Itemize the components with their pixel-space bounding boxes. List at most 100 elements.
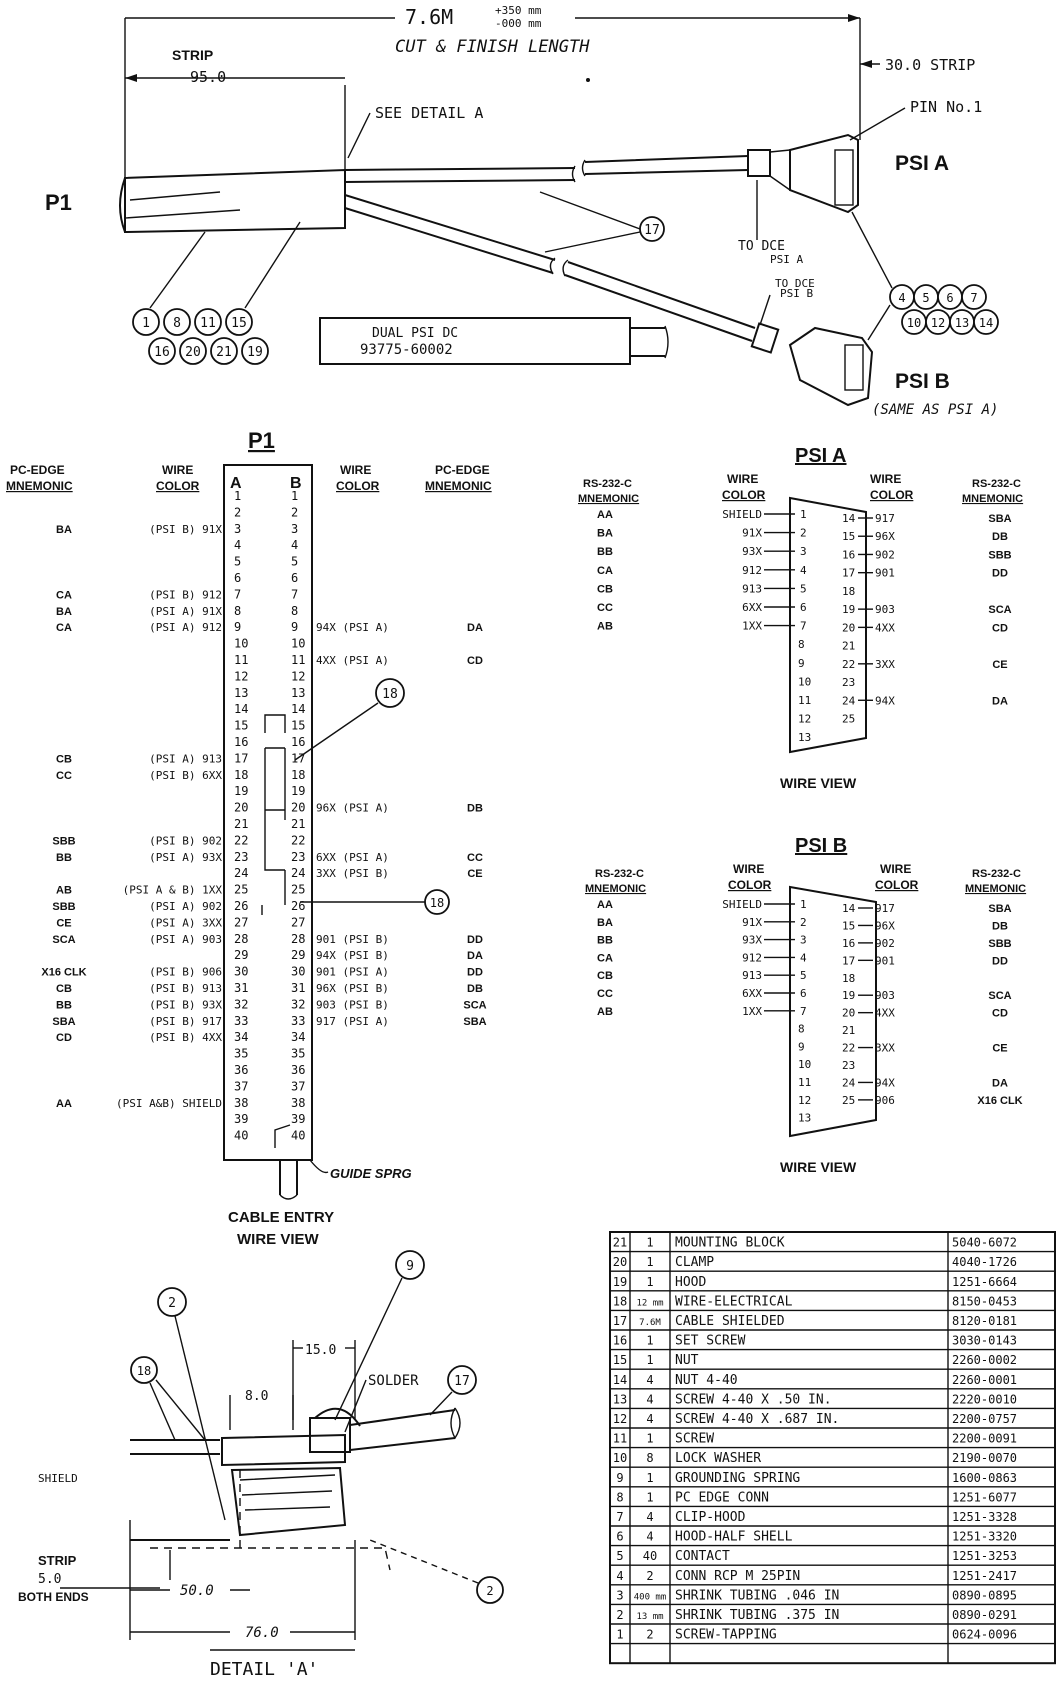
- psi_b-right-mnemonic: CD: [992, 1008, 1008, 1020]
- guide-spring: GUIDE SPRG: [330, 1166, 412, 1181]
- psi-b-hdr-wc-r-1: WIRE: [880, 862, 911, 876]
- p1-pin-a-9: 9: [234, 620, 241, 634]
- p1-left-wire: (PSI A) 902: [149, 900, 222, 913]
- p1-pin-b-38: 38: [291, 1096, 305, 1110]
- psi_b-pin-extra: 12: [798, 1094, 811, 1107]
- p1-pin-b-18: 18: [291, 768, 305, 782]
- p1-pin-b-40: 40: [291, 1129, 305, 1143]
- psi_a-left-mnemonic: BB: [597, 546, 613, 558]
- p1-left-wire: (PSI B) 906: [149, 966, 222, 979]
- detail-balloon-18: [130, 1356, 158, 1384]
- bom-description: CONTACT: [675, 1549, 730, 1564]
- p1-pin-a-28: 28: [234, 932, 248, 946]
- bom-qty: 1: [646, 1255, 653, 1269]
- bom-description: HOOD: [675, 1275, 706, 1290]
- psi-b-hdr-wc-r-2: COLOR: [875, 878, 919, 892]
- svg-text:5: 5: [922, 291, 929, 305]
- psi_b-left-mnemonic: CC: [597, 988, 613, 1000]
- psi_b-pin-extra: 9: [798, 1040, 805, 1053]
- p1-pin-a-23: 23: [234, 850, 248, 864]
- psi_a-left-pin: 4: [800, 564, 807, 577]
- psi_a-right-wire: 4XX: [875, 621, 895, 634]
- psi_a-right-wire: 96X: [875, 530, 895, 543]
- p1-pin-b-15: 15: [291, 719, 305, 733]
- psi-a-ferrule: [747, 149, 771, 177]
- psi-a-hdr-wc-1: WIRE: [727, 472, 758, 486]
- psi_b-right-pin: 24: [842, 1076, 856, 1089]
- bom-item: 8: [616, 1490, 623, 1504]
- p1-pin-a-11: 11: [234, 653, 248, 667]
- p1-right-wire: 903 (PSI B): [316, 998, 389, 1011]
- p1-right-wire: 901 (PSI B): [316, 933, 389, 946]
- bom-qty: 4: [646, 1530, 653, 1544]
- p1-pin-b-21: 21: [291, 817, 305, 831]
- psi_a-pin-extra: 12: [798, 713, 811, 726]
- detail-balloon-2-bottom: [476, 1576, 504, 1604]
- psi_b-right-mnemonic: DB: [992, 920, 1008, 932]
- p1-hdr-left-wc-1: WIRE: [162, 463, 193, 477]
- psi_a-right-mnemonic: SBA: [988, 513, 1011, 525]
- p1-pin-b-31: 31: [291, 981, 305, 995]
- svg-text:7: 7: [970, 291, 977, 305]
- p1-left-wire: (PSI A) 913: [149, 752, 222, 765]
- p1-pin-b-25: 25: [291, 883, 305, 897]
- psi_a-left-mnemonic: CC: [597, 602, 613, 614]
- bom-qty: 1: [646, 1353, 653, 1367]
- p1-pin-a-10: 10: [234, 637, 248, 651]
- balloon-cable-item-label: 17: [644, 223, 660, 238]
- p1-left-wire: (PSI B) 902: [149, 834, 222, 847]
- p1-right-wire: 6XX (PSI A): [316, 851, 389, 864]
- bom-item: 15: [613, 1353, 627, 1367]
- psi_b-left-mnemonic: AB: [597, 1006, 613, 1018]
- psi_b-right-mnemonic: CE: [992, 1043, 1007, 1055]
- p1-pin-b-3: 3: [291, 522, 298, 536]
- p1-left-mnemonic: CD: [56, 1032, 72, 1044]
- psi_b-right-pin: 16: [842, 937, 855, 950]
- psi_a-left-mnemonic: BA: [597, 528, 613, 540]
- bom-part-number: 0624-0096: [952, 1628, 1017, 1642]
- p1-pin-b-34: 34: [291, 1030, 305, 1044]
- dim-8: 8.0: [245, 1389, 268, 1404]
- psi_a-left-pin: 3: [800, 545, 807, 558]
- psi_a-left-mnemonic: AA: [597, 509, 613, 521]
- psi-b-label: PSI B: [895, 370, 950, 393]
- p1-pin-a-25: 25: [234, 883, 248, 897]
- p1-pin-a-20: 20: [234, 801, 248, 815]
- bom-item: 9: [616, 1471, 623, 1485]
- psi_a-left-wire: 93X: [742, 545, 762, 558]
- p1-pin-a-22: 22: [234, 833, 248, 847]
- strip-label-2: 5.0: [38, 1572, 61, 1587]
- psi_b-left-pin: 1: [800, 898, 807, 911]
- psi-a-pinout: PSI A RS-232-C MNEMONIC WIRE COLOR WIRE …: [578, 445, 1023, 791]
- p1-pin-a-34: 34: [234, 1030, 248, 1044]
- svg-text:19: 19: [247, 345, 263, 360]
- psi_a-right-wire: 902: [875, 548, 895, 561]
- psi_a-left-pin: 6: [800, 601, 807, 614]
- psi_b-right-pin: 17: [842, 954, 855, 967]
- psi_a-left-pin: 7: [800, 620, 807, 633]
- psi-a-hdr-mn-r-2: MNEMONIC: [962, 493, 1023, 505]
- bom-item: 20: [613, 1255, 627, 1269]
- p1-right-wire: 96X (PSI B): [316, 982, 389, 995]
- p1-hdr-right-wc-2: COLOR: [336, 479, 380, 493]
- see-detail-a: SEE DETAIL A: [375, 104, 483, 122]
- bom-part-number: 1251-3253: [952, 1549, 1017, 1563]
- p1-backshell: [124, 168, 346, 234]
- p1-pin-a-18: 18: [234, 768, 248, 782]
- p1-right-mnemonic: DB: [467, 803, 483, 815]
- p1-left-mnemonic: SBB: [52, 835, 75, 847]
- bom-description: CLAMP: [675, 1255, 714, 1270]
- psi_b-right-pin: 18: [842, 972, 855, 985]
- psi_b-left-mnemonic: BA: [597, 917, 613, 929]
- psi_b-pin-extra: 8: [798, 1023, 805, 1036]
- p1-pin-a-12: 12: [234, 669, 248, 683]
- p1-pin-a-7: 7: [234, 587, 241, 601]
- psi_a-left-wire: 913: [742, 582, 762, 595]
- p1-pin-a-33: 33: [234, 1014, 248, 1028]
- psi_a-right-pin: 17: [842, 567, 855, 580]
- bom-description: WIRE-ELECTRICAL: [675, 1294, 793, 1309]
- p1-pin-a-16: 16: [234, 735, 248, 749]
- psi_b-right-pin: 21: [842, 1024, 855, 1037]
- psi_a-right-pin: 21: [842, 640, 855, 653]
- psi_b-pin-extra: 13: [798, 1112, 811, 1125]
